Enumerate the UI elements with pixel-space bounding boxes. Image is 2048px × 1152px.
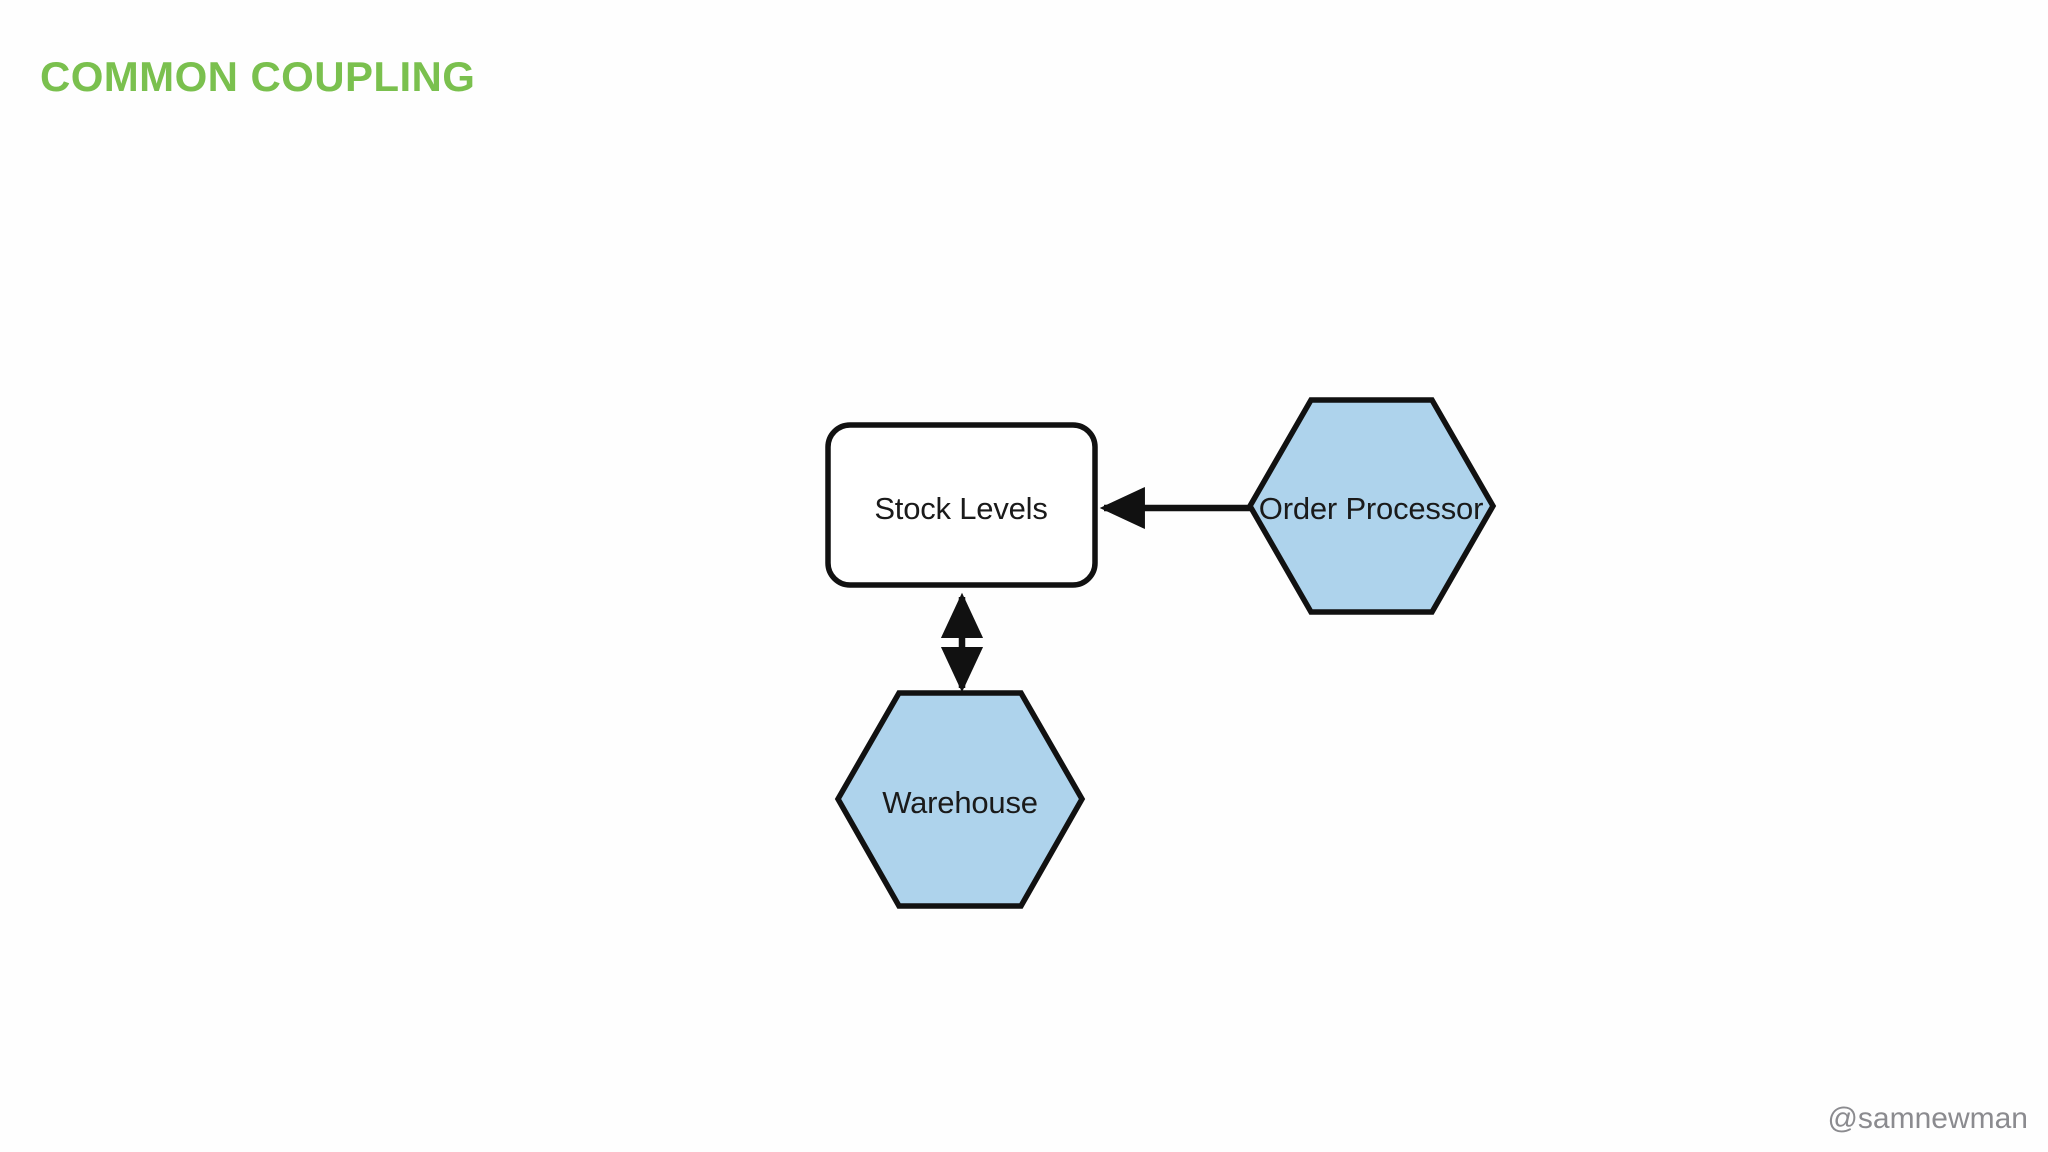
node-warehouse[interactable] [834,690,1086,909]
author-watermark: @samnewman [1827,1102,2028,1135]
node-label-order-processor: Order Processor [1258,491,1484,526]
page-title: COMMON COUPLING [40,53,476,100]
order-processor-shape [1246,397,1497,615]
node-stock-levels[interactable] [825,422,1098,588]
node-label-stock-levels: Stock Levels [874,491,1048,526]
node-order-processor[interactable] [1246,397,1497,615]
stock-levels-shape [825,422,1098,588]
warehouse-shape [834,690,1086,909]
node-label-warehouse: Warehouse [882,785,1038,820]
